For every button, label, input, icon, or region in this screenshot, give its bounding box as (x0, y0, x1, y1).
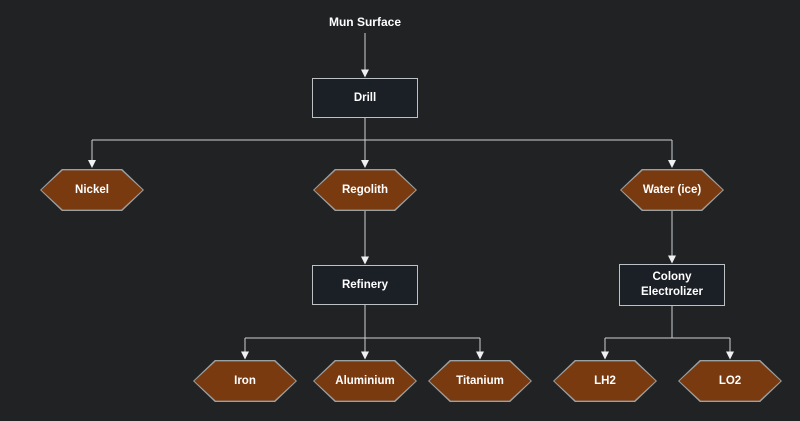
node-label: Refinery (341, 278, 389, 291)
node-label: Iron (234, 375, 256, 387)
hexagon-shape: LH2 (554, 361, 656, 401)
edge-refinery-branch (244, 303, 481, 352)
node-water-ice[interactable]: Water (ice) (620, 169, 724, 211)
arrowhead-icon (361, 69, 369, 78)
node-mun-surface[interactable]: Mun Surface (328, 15, 401, 29)
node-colony-electrolizer[interactable]: Colony Electrolizer (619, 264, 725, 306)
hexagon-shape: Regolith (314, 170, 416, 210)
arrowhead-icon (726, 351, 734, 360)
node-label: LO2 (718, 375, 742, 387)
arrowhead-icon (668, 255, 676, 264)
node-nickel[interactable]: Nickel (40, 169, 144, 211)
arrowhead-icon (601, 351, 609, 360)
edge-colony-branch (604, 304, 731, 352)
node-label: Colony Electrolizer (641, 271, 703, 298)
arrowhead-icon (668, 160, 676, 168)
node-label: Titanium (456, 375, 504, 387)
hexagon-shape: Iron (194, 361, 296, 401)
arrowhead-icon (361, 160, 369, 168)
hexagon-shape: Water (ice) (621, 170, 723, 210)
node-label: Water (ice) (642, 184, 702, 196)
edge-drill-branch (91, 116, 673, 161)
hexagon-shape: Titanium (429, 361, 531, 401)
node-label: Aluminium (335, 375, 395, 387)
node-iron[interactable]: Iron (193, 360, 297, 402)
arrowhead-icon (476, 351, 484, 360)
node-label: LH2 (594, 375, 616, 387)
hexagon-shape: Aluminium (314, 361, 416, 401)
node-label: Nickel (75, 184, 109, 196)
node-lo2[interactable]: LO2 (678, 360, 782, 402)
node-label: Regolith (342, 184, 388, 196)
node-label: Drill (353, 91, 377, 104)
arrowhead-icon (241, 351, 249, 360)
node-drill[interactable]: Drill (312, 78, 418, 118)
hexagon-shape: LO2 (679, 361, 781, 401)
hexagon-shape: Nickel (41, 170, 143, 210)
arrowhead-icon (361, 256, 369, 265)
node-titanium[interactable]: Titanium (428, 360, 532, 402)
node-regolith[interactable]: Regolith (313, 169, 417, 211)
node-lh2[interactable]: LH2 (553, 360, 657, 402)
arrowhead-icon (88, 160, 96, 168)
node-aluminium[interactable]: Aluminium (313, 360, 417, 402)
node-refinery[interactable]: Refinery (312, 265, 418, 305)
arrowhead-icon (361, 351, 369, 360)
